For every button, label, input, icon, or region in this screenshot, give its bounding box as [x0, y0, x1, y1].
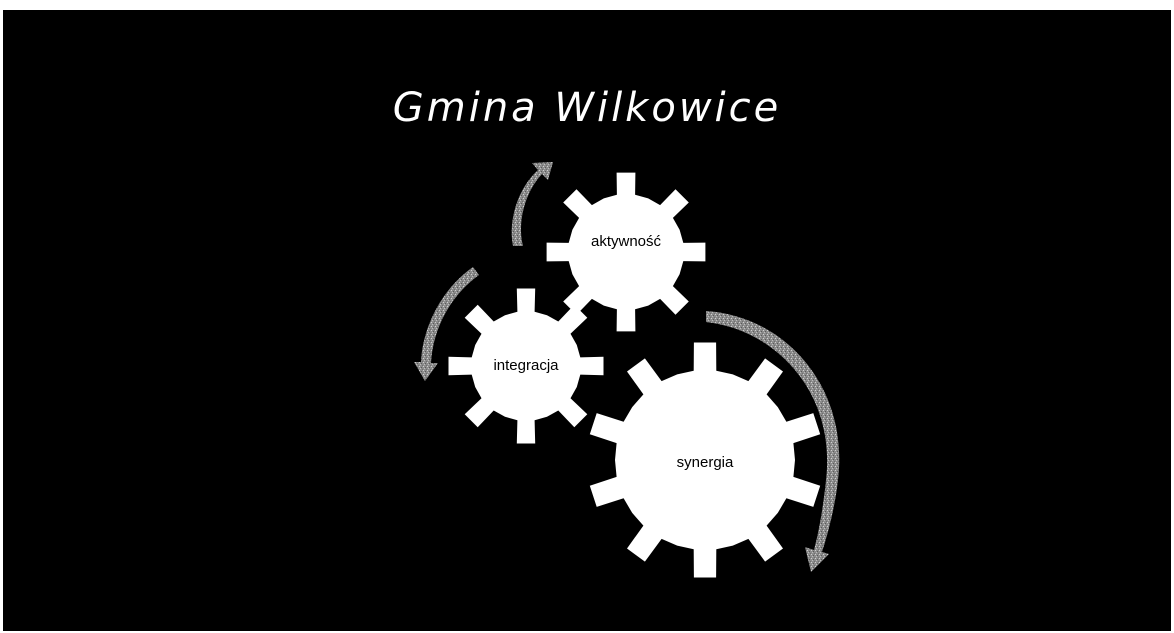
slide-title: Gmina Wilkowice: [392, 85, 782, 131]
gear-label-aktywnosc: aktywność: [591, 233, 662, 250]
cycle-arrows: [414, 162, 840, 572]
arrow-top-left: [511, 162, 553, 246]
gear-aktywnosc: [546, 172, 706, 332]
arrow-right: [706, 311, 840, 572]
slide: Gmina Wilkowice aktywn: [3, 10, 1171, 631]
gear-integracja: [448, 288, 604, 444]
gear-synergia: [589, 342, 821, 578]
gear-label-synergia: synergia: [677, 454, 734, 471]
arrow-left: [414, 267, 479, 381]
gears-diagram: aktywność integracja synergia: [414, 162, 840, 578]
gear-label-integracja: integracja: [493, 357, 559, 374]
